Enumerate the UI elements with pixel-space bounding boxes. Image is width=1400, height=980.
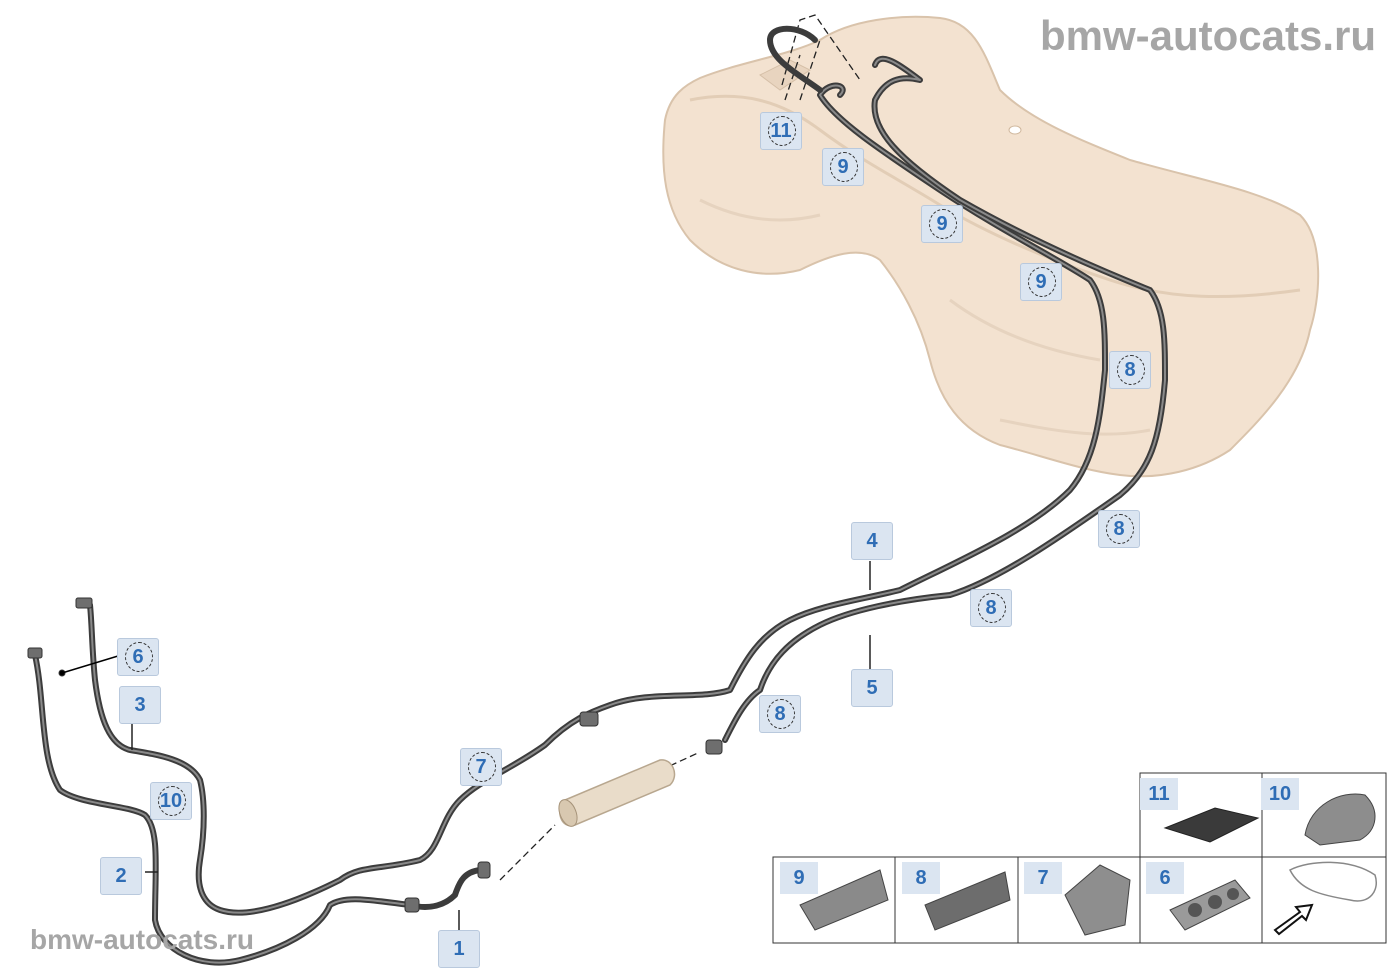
direction-arrow-icon <box>1273 903 1314 936</box>
callout-8-a: 8 <box>1109 351 1151 389</box>
callout-9-a: 9 <box>822 148 864 186</box>
callout-1: 1 <box>438 930 480 968</box>
parts-panel-label-10: 10 <box>1261 778 1299 810</box>
parts-panel-label-9: 9 <box>780 862 818 894</box>
fuel-tank <box>662 15 1320 478</box>
callout-3: 3 <box>119 686 161 724</box>
callout-8-c: 8 <box>970 589 1012 627</box>
watermark-top: bmw-autocats.ru <box>1039 12 1376 59</box>
connectors <box>27 597 723 913</box>
callout-2: 2 <box>100 857 142 895</box>
fuel-lines <box>32 25 1168 966</box>
parts-panel-label-8: 8 <box>902 862 940 894</box>
part-8-holder <box>924 871 1011 931</box>
vehicle-outline <box>1288 861 1377 902</box>
parts-panel-label-11: 11 <box>1140 778 1178 810</box>
callout-4: 4 <box>851 522 893 560</box>
part-7-holder <box>1064 864 1131 936</box>
callout-9-c: 9 <box>1020 263 1062 301</box>
fuel-line-1 <box>407 867 483 910</box>
callout-7: 7 <box>460 748 502 786</box>
part-9-holder <box>799 869 889 931</box>
callout-11: 11 <box>760 112 802 150</box>
callout-9-b: 9 <box>921 205 963 243</box>
fuel-filter <box>558 759 676 827</box>
callout-10: 10 <box>150 782 192 820</box>
parts-panel-label-7: 7 <box>1024 862 1062 894</box>
leader-lines <box>499 14 861 881</box>
part-11-pad <box>1163 807 1260 843</box>
callout-8-b: 8 <box>1098 510 1140 548</box>
watermark-bottom: bmw-autocats.ru <box>30 924 255 955</box>
part-10-clip <box>1304 793 1376 846</box>
callout-8-d: 8 <box>759 695 801 733</box>
callout-5: 5 <box>851 669 893 707</box>
callout-6: 6 <box>117 638 159 676</box>
fuel-line-2 <box>32 652 413 966</box>
callout-leaders <box>131 561 871 930</box>
parts-panel-label-6: 6 <box>1146 862 1184 894</box>
